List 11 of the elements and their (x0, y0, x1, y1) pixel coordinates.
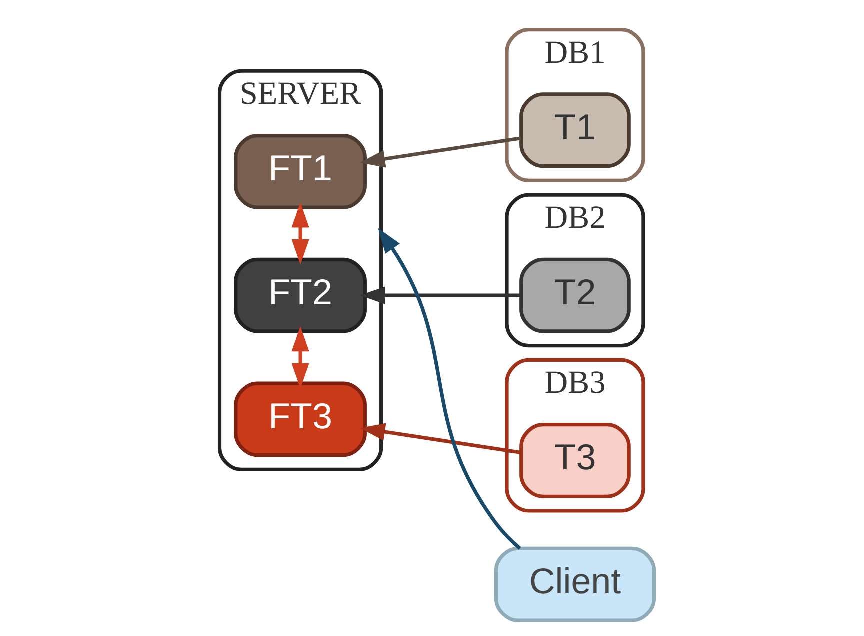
arrow (378, 228, 521, 550)
node-box: T3 (519, 423, 630, 498)
node-box: Client (494, 546, 656, 622)
node-box: FT2 (234, 258, 366, 334)
node-box: FT1 (234, 134, 366, 210)
node-box: T2 (519, 258, 630, 334)
node-box: FT3 (234, 382, 366, 458)
node-box: T1 (519, 92, 630, 168)
arrow (291, 326, 309, 389)
arrow (359, 286, 521, 304)
arrow (291, 202, 309, 265)
